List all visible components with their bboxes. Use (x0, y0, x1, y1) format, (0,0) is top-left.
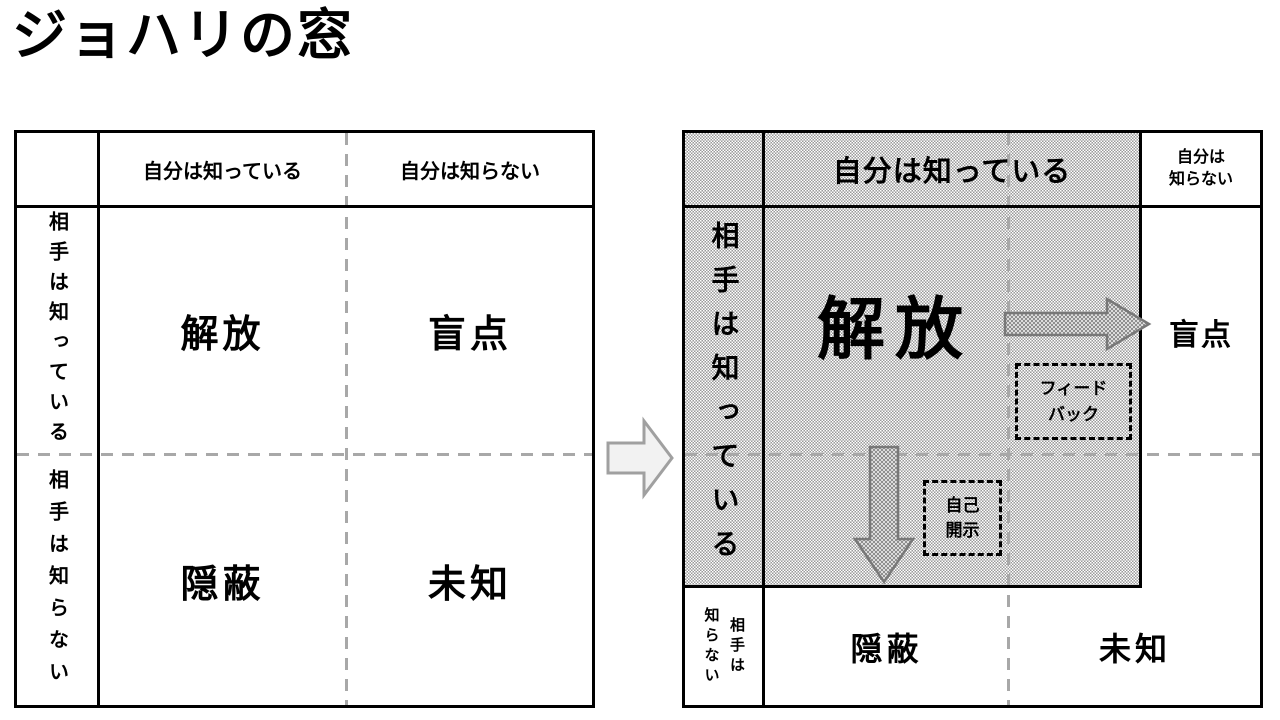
left-col-header-self-known: 自分は知っている (143, 160, 302, 183)
left-quadrant-open: 解放 (180, 314, 265, 356)
left-quadrant-unknown: 未知 (427, 564, 512, 606)
left-vertical-dashed-line (345, 133, 348, 705)
right-vertical-dashed-line (1007, 133, 1010, 705)
right-enlarged-open-right-border-line (1139, 133, 1142, 588)
left-row-header-other-known: 相手は知っている (45, 210, 68, 451)
right-horizontal-dashed-line (685, 453, 1260, 456)
left-horizontal-dashed-line (17, 453, 592, 456)
right-row-header-other-known: 相手は知っている (708, 220, 740, 573)
right-col-header-self-known: 自分は知っている (832, 156, 1072, 188)
transform-arrow-icon (606, 416, 674, 500)
right-quadrant-open: 解放 (816, 291, 973, 368)
feedback-arrow-icon (1003, 296, 1152, 352)
right-quadrant-blind: 盲点 (1169, 318, 1233, 352)
self-disclosure-label-box: 自己 開示 (923, 480, 1002, 556)
left-col-header-divider-line (17, 205, 592, 208)
open-area-highlight (685, 133, 1142, 585)
left-quadrant-hidden: 隠蔽 (180, 564, 265, 606)
left-row-header-other-unknown: 相手は知らない (45, 468, 68, 693)
left-johari-window: 自分は知っている 自分は知らない 相手は知っている 相手は知らない 解放 盲点 … (14, 130, 595, 708)
page-title: ジョハリの窓 (12, 4, 355, 66)
feedback-label-box: フィード バック (1015, 363, 1132, 440)
right-johari-window: 自分は知っている 自分は 知らない 相手は知っている 相手は 知らない 解放 盲… (682, 130, 1263, 708)
self-disclosure-arrow-icon (853, 445, 915, 585)
left-row-header-divider-line (97, 133, 100, 705)
right-quadrant-unknown: 未知 (1098, 630, 1171, 667)
right-enlarged-open-bottom-border-line (685, 585, 1142, 588)
left-quadrant-blind: 盲点 (427, 314, 512, 356)
left-col-header-self-unknown: 自分は知らない (400, 160, 540, 183)
right-col-header-self-unknown: 自分は 知らない (1168, 148, 1233, 188)
right-row-header-divider-line (762, 133, 765, 705)
right-quadrant-hidden: 隠蔽 (850, 630, 923, 667)
right-col-header-divider-line (685, 205, 1260, 208)
right-row-header-other-unknown: 相手は 知らない (702, 606, 746, 687)
